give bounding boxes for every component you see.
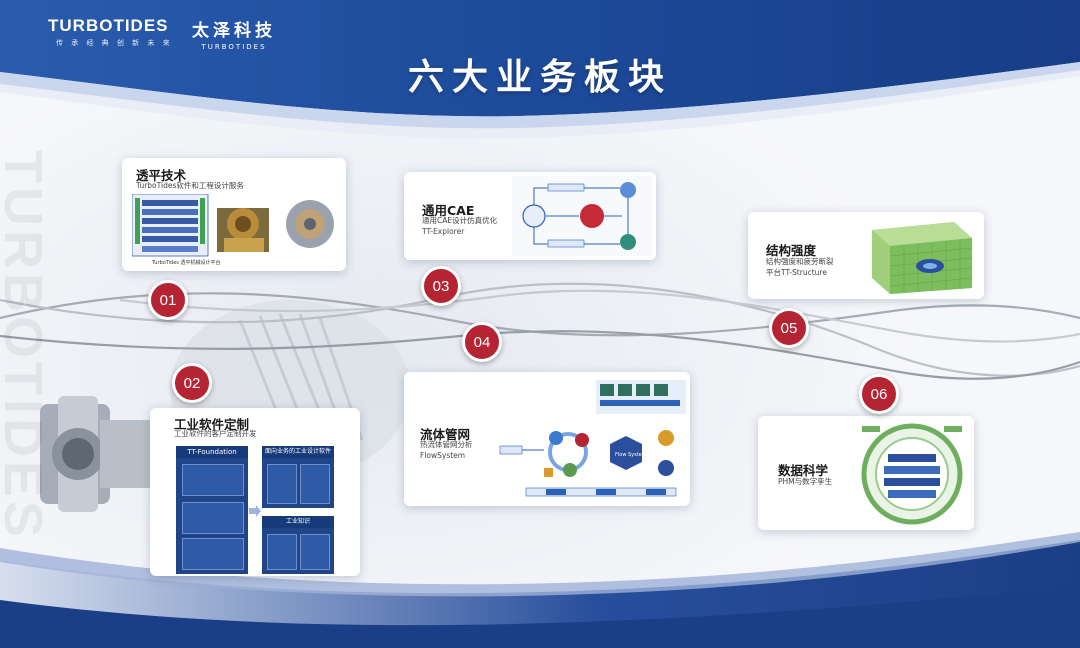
page-title: 六大业务板块 xyxy=(407,57,672,98)
structure-mesh-figure xyxy=(872,222,973,294)
turbotides-logo[interactable]: TURBOTIDES 传 承 经 典 创 新 未 来 xyxy=(48,16,173,48)
flow-system-diagram: Flow System xyxy=(499,380,686,497)
badge-06: 06 xyxy=(859,374,899,414)
card-subtitle-line1: 结构强度和疲劳断裂 xyxy=(766,257,834,266)
arrow-right-icon xyxy=(249,505,261,517)
turbine-technology-figure: TurboTides 透平机械设计平台 xyxy=(132,194,334,266)
logo-text: TURBOTIDES xyxy=(48,16,169,35)
card-title: 流体管网 xyxy=(420,427,471,442)
card-subtitle-line2: 平台TT-Structure xyxy=(766,268,827,277)
industry-knowledge-panel: 工业知识 xyxy=(262,516,334,574)
flange-illustration xyxy=(40,396,150,512)
card-subtitle-line1: 通用CAE设计仿真优化 xyxy=(422,216,498,225)
card-title: 工业软件定制 xyxy=(174,417,250,432)
badge-02: 02 xyxy=(172,363,212,403)
card-industrial-software-customization[interactable]: 工业软件定制 工业软件的客户定制开发 TT-Foundation 面向业务的工业… xyxy=(150,408,360,576)
company-name: 太泽科技 TURBOTIDES xyxy=(192,16,276,51)
svg-text:TurboTides 透平机械设计平台: TurboTides 透平机械设计平台 xyxy=(151,259,221,266)
badge-05: 05 xyxy=(769,308,809,348)
card-subtitle: 工业软件的客户定制开发 xyxy=(174,429,257,438)
card-title: 透平技术 xyxy=(136,168,187,183)
badge-01: 01 xyxy=(148,280,188,320)
card-subtitle: PHM与数字孪生 xyxy=(778,477,833,486)
industry-knowledge-title: 工业知识 xyxy=(262,516,334,528)
card-title: 结构强度 xyxy=(766,243,817,258)
tt-foundation-panel: TT-Foundation xyxy=(176,446,248,574)
badge-03: 03 xyxy=(421,266,461,306)
card-subtitle: TurboTides软件和工程设计服务 xyxy=(136,181,244,190)
industry-software-title: 面向业务的工业设计软件 xyxy=(262,446,334,458)
company-name-en: TURBOTIDES xyxy=(201,43,267,51)
digital-twin-diagram xyxy=(861,423,963,525)
card-subtitle-line2: FlowSystem xyxy=(420,451,466,460)
watermark-text: TURBOTIDES xyxy=(0,150,53,541)
card-title: 通用CAE xyxy=(422,203,475,218)
card-title: 数据科学 xyxy=(778,463,829,478)
card-structural-strength[interactable]: 结构强度 结构强度和疲劳断裂 平台TT-Structure xyxy=(748,212,984,299)
card-data-science[interactable]: 数据科学 PHM与数字孪生 xyxy=(758,416,974,530)
tt-foundation-title: TT-Foundation xyxy=(176,446,248,458)
cae-optimization-diagram xyxy=(512,176,652,256)
flow-system-label: Flow System xyxy=(615,452,647,458)
company-name-cn: 太泽科技 xyxy=(192,21,276,41)
card-turbine-technology[interactable]: 透平技术 TurboTides软件和工程设计服务 TurboTides 透平机械… xyxy=(122,158,346,271)
badge-04: 04 xyxy=(462,322,502,362)
industry-software-panel: 面向业务的工业设计软件 xyxy=(262,446,334,508)
slogan: 传 承 经 典 创 新 未 来 xyxy=(56,39,173,47)
card-subtitle-line1: 热流体管网分析 xyxy=(420,440,473,449)
card-subtitle-line2: TT-Explorer xyxy=(422,227,465,236)
card-general-cae[interactable]: 通用CAE 通用CAE设计仿真优化 TT-Explorer xyxy=(404,172,656,260)
card-fluid-network[interactable]: 流体管网 热流体管网分析 FlowSystem Flow System xyxy=(404,372,690,506)
